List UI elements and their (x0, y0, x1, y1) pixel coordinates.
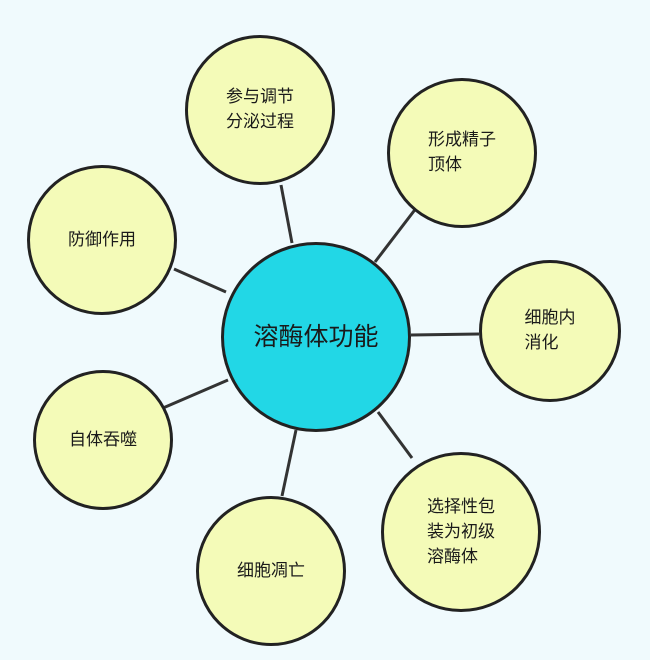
node-label-line: 分泌过程 (226, 112, 294, 132)
node-label: 自体吞噬 (69, 428, 137, 453)
node-label: 参与调节 分泌过程 (226, 85, 294, 135)
node-label-line: 顶体 (428, 155, 462, 175)
node-primary-lysosome-packaging: 选择性包 装为初级 溶酶体 (381, 452, 541, 612)
node-label: 选择性包 装为初级 溶酶体 (427, 495, 495, 570)
node-defense: 防御作用 (27, 165, 177, 315)
node-label-line: 防御作用 (68, 229, 136, 250)
node-intracellular-digestion: 细胞内 消化 (479, 260, 621, 402)
connector-n3 (173, 267, 227, 294)
node-label-line: 细胞内 (524, 308, 576, 328)
node-label-line: 参与调节 (226, 87, 294, 107)
node-hormone-secretion: 参与调节 分泌过程 (185, 35, 335, 185)
center-label: 溶酶体功能 (253, 322, 379, 351)
node-label-line: 选择性包 (427, 496, 495, 517)
center-node: 溶酶体功能 (221, 242, 411, 432)
node-label-line: 溶酶体 (427, 546, 478, 567)
node-label-line: 细胞凋亡 (237, 560, 305, 581)
connector-n1 (279, 184, 294, 244)
node-acrosome: 形成精子 顶体 (387, 78, 537, 228)
node-label: 细胞凋亡 (237, 559, 305, 584)
connector-n6 (376, 411, 414, 459)
connector-n4 (410, 332, 480, 337)
node-label-line: 装为初级 (427, 521, 495, 542)
connector-n2 (373, 206, 419, 263)
connector-n5 (162, 378, 229, 410)
node-autophagy: 自体吞噬 (33, 370, 173, 510)
node-label: 形成精子 顶体 (428, 128, 496, 178)
node-apoptosis: 细胞凋亡 (196, 496, 346, 646)
connector-n7 (280, 429, 298, 497)
node-label-line: 消化 (524, 333, 559, 353)
node-label: 细胞内 消化 (525, 306, 576, 356)
node-label: 防御作用 (68, 228, 136, 253)
node-label-line: 自体吞噬 (69, 429, 137, 450)
node-label-line: 形成精子 (428, 130, 496, 150)
